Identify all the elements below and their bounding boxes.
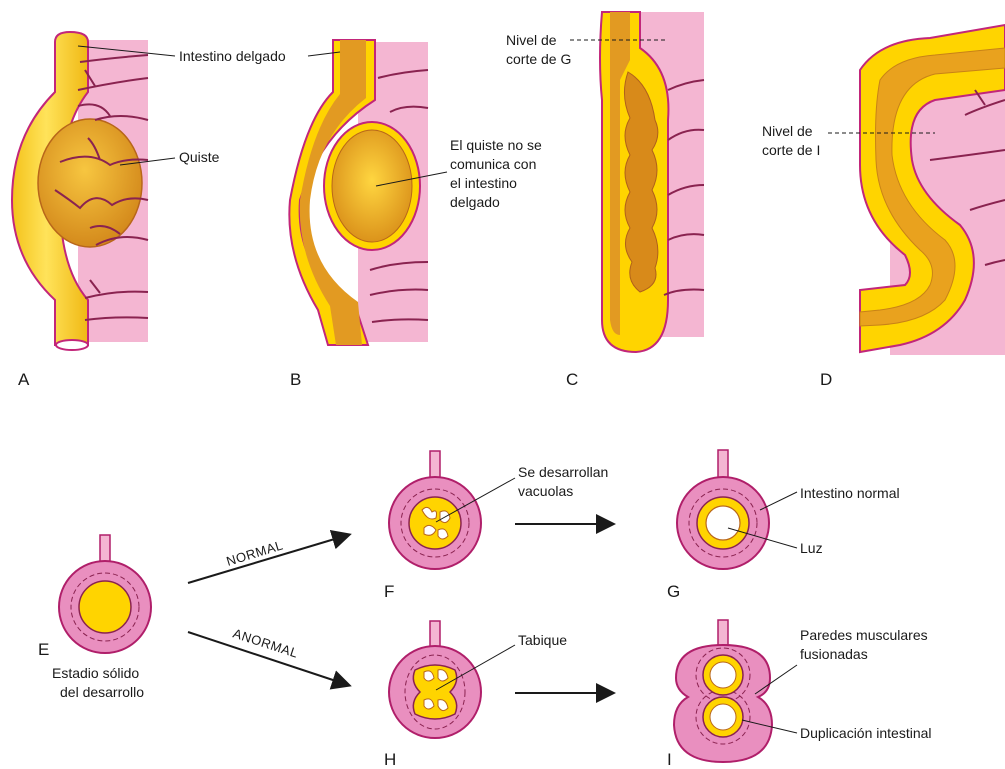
panel-i: I [667,620,772,769]
lumen-i-top [710,662,736,688]
label-quiste-no-comunica-1: El quiste no se [450,137,542,153]
label-quiste-no-comunica-2: comunica con [450,156,536,172]
solid-core-e [79,581,131,633]
panel-g: G [667,450,769,601]
label-nivel-corte-g-1: Nivel de [506,32,557,48]
panel-label-c: C [566,370,578,389]
label-vacuolas-2: vacuolas [518,483,573,499]
label-estadio-solido-1: Estadio sólido [52,665,139,681]
label-anormal: ANORMAL [231,626,300,661]
mesentery-stalk-g [718,450,728,480]
panel-e: E Estadio sólido del desarrollo [38,535,151,700]
leader-intestino-normal [760,492,797,510]
panel-d: Nivel de corte de I D [762,25,1005,389]
lumen-g [706,506,740,540]
label-quiste-no-comunica-4: delgado [450,194,500,210]
panel-label-e: E [38,640,49,659]
label-paredes-2: fusionadas [800,646,868,662]
label-quiste: Quiste [179,149,220,165]
label-intestino-delgado: Intestino delgado [179,48,286,64]
panel-label-i: I [667,750,672,769]
lumen-i-bottom [710,704,736,730]
label-nivel-corte-g-2: corte de G [506,51,571,67]
label-normal: NORMAL [224,537,284,568]
panel-b: B [289,40,428,389]
panel-f: F [384,451,481,601]
label-duplicacion: Duplicación intestinal [800,725,932,741]
panel-label-a: A [18,370,30,389]
core-h [413,665,456,719]
panel-label-b: B [290,370,301,389]
label-vacuolas-1: Se desarrollan [518,464,608,480]
label-nivel-corte-i-1: Nivel de [762,123,813,139]
panel-label-g: G [667,582,680,601]
label-estadio-solido-2: del desarrollo [60,684,144,700]
cyst-b [332,130,412,242]
panel-c: Nivel de corte de G C [506,12,704,389]
panel-label-d: D [820,370,832,389]
core-f [409,497,461,549]
panel-label-h: H [384,750,396,769]
label-quiste-no-comunica-3: el intestino [450,175,517,191]
panel-a: A [12,32,148,389]
label-paredes-1: Paredes musculares [800,627,928,643]
panel-h: H [384,621,481,769]
label-tabique: Tabique [518,632,567,648]
label-luz: Luz [800,540,823,556]
bowel-opening-a [56,340,88,350]
panel-label-f: F [384,582,394,601]
label-nivel-corte-i-2: corte de I [762,142,820,158]
label-intestino-normal: Intestino normal [800,485,900,501]
